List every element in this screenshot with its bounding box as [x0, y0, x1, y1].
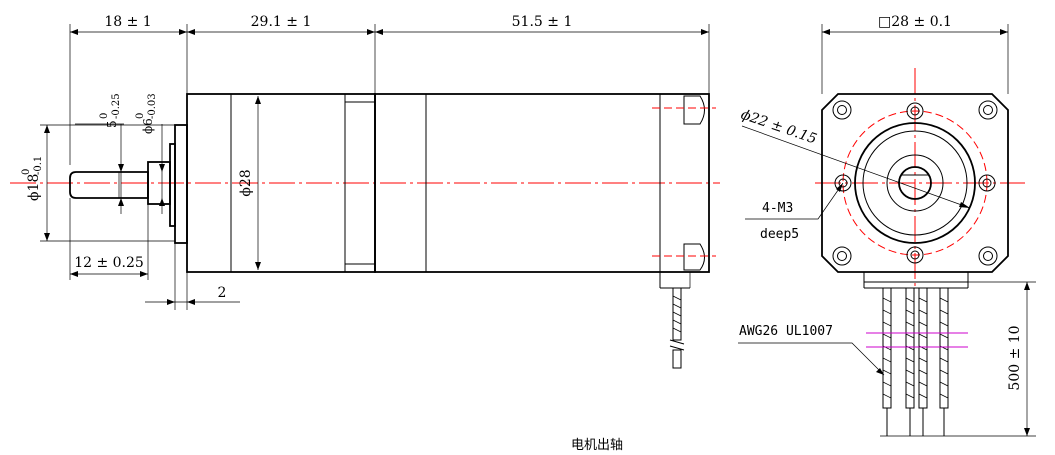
flat-dim-lower-tol: -0.25 — [111, 93, 122, 119]
pilot-length-arrows — [167, 299, 195, 305]
dim-shaft-length: 18 ± 1 — [104, 14, 151, 30]
holes-leader-arrow — [836, 183, 843, 192]
m3-holes — [834, 102, 996, 264]
holes-leader — [745, 182, 844, 220]
pilot-dia-base: ϕ18 — [26, 174, 42, 201]
label-wire: AWG26 UL1007 — [739, 324, 833, 339]
pilot-inner-circle — [862, 130, 968, 236]
front-lead-wires — [882, 287, 949, 436]
shaft-dia-lower-tol: -0.03 — [147, 93, 158, 119]
shaft-flat-mark — [898, 174, 929, 192]
flat-length-arrows — [70, 271, 148, 277]
dim-lead-length: 500 ± 10 — [1007, 325, 1023, 390]
endcap-screw-bottom — [683, 243, 705, 271]
label-holes: 4-M3 — [762, 201, 793, 216]
shaft-dia-upper-tol: 0 — [135, 113, 146, 119]
pcd-leader-arrow — [959, 202, 970, 208]
front-view: □28 ± 0.1 ϕ22 ± 0.15 4-M3 deep5 — [738, 14, 1036, 437]
side-lead-braid — [672, 295, 682, 333]
output-shaft — [69, 171, 149, 199]
dim-body-diameter: ϕ28 — [238, 169, 254, 196]
flat-dim-base: 5 — [105, 120, 119, 128]
flat-dim-upper-tol: 0 — [99, 113, 110, 119]
dim-square: □28 ± 0.1 — [878, 14, 952, 30]
pcd-circle — [842, 110, 988, 256]
dim-motor-length: 51.5 ± 1 — [512, 14, 573, 30]
square-flange — [821, 93, 1009, 273]
dim-pilot-length: 2 — [218, 285, 227, 301]
label-hole-depth: deep5 — [760, 227, 799, 242]
endcap-screw-top — [683, 95, 705, 125]
pilot-dia-upper-tol: 0 — [21, 169, 32, 175]
dim-gearbox-length: 29.1 ± 1 — [251, 14, 312, 30]
dim-flat-length: 12 ± 0.25 — [74, 255, 144, 271]
pilot-dia-lower-tol: -0.1 — [33, 156, 44, 175]
wire-leader-arrow — [876, 368, 884, 375]
dim-flat: 5 0 -0.25 — [99, 93, 122, 128]
motor-body — [374, 93, 710, 273]
side-lead-wire-end — [672, 349, 682, 369]
shaft-boss-circle — [886, 154, 944, 212]
dim-shaft-diameter: ϕ6 0 -0.03 — [135, 93, 158, 134]
caption: 电机出轴 — [571, 438, 623, 453]
side-lead-break — [669, 339, 685, 351]
wire-leader — [738, 342, 885, 376]
dim-pcd: ϕ22 ± 0.15 — [739, 107, 819, 148]
dim-pilot-diameter: ϕ18 0 -0.1 — [21, 156, 44, 201]
front-flange — [174, 124, 188, 244]
pcd-leader — [741, 125, 971, 209]
corner-holes — [832, 100, 998, 266]
shaft-dia-base: ϕ6 — [141, 118, 155, 134]
pilot-outer-circle — [854, 122, 976, 244]
lead-exit-block — [863, 271, 969, 283]
side-view: 18 ± 1 29.1 ± 1 51.5 ± 1 ϕ28 ϕ18 0 -0.1 … — [10, 14, 720, 369]
